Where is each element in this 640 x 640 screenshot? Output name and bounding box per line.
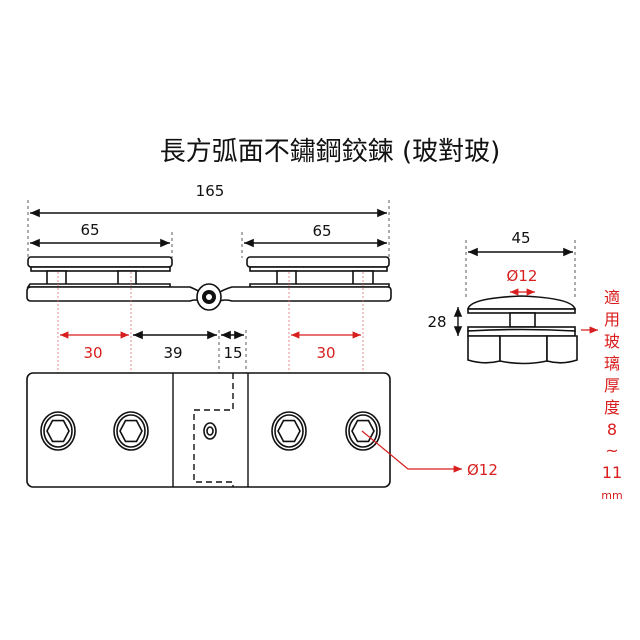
glass-note-char: ~	[605, 441, 618, 460]
side-height-label: 28	[427, 313, 446, 331]
glass-note-char: 11	[602, 463, 622, 482]
side-view: 45 Ø12 28	[427, 229, 598, 365]
glass-note-char: 玻	[604, 332, 620, 351]
glass-note-char: 厚	[604, 376, 620, 395]
hole-diameter-label: Ø12	[467, 461, 498, 479]
dimension-right-plate: 65	[241, 222, 387, 258]
dimension-overall: 165	[27, 182, 390, 258]
glass-note-char: 璃	[604, 354, 620, 373]
side-width-label: 45	[511, 229, 530, 247]
glass-note-char: mm	[601, 489, 622, 502]
right-plate-width-label: 65	[312, 222, 331, 240]
glass-note-char: 8	[607, 420, 617, 439]
screw-hole-icon	[345, 411, 381, 451]
screw-hole-icon	[113, 411, 149, 451]
side-hole-diameter-label: Ø12	[507, 267, 538, 285]
right-hole-spacing-label: 30	[316, 344, 335, 362]
dimension-left-plate: 65	[30, 221, 173, 258]
hinge-offset-label: 39	[163, 344, 182, 362]
screw-hole-icon	[271, 411, 307, 451]
left-plate-width-label: 65	[80, 221, 99, 239]
hinge-front-view	[26, 372, 391, 488]
screw-hole-icon	[40, 411, 76, 451]
hole-diameter-callout: Ø12	[361, 430, 498, 479]
overall-width-label: 165	[196, 182, 225, 200]
glass-note-char: 度	[604, 398, 620, 417]
left-hole-spacing-label: 30	[83, 344, 102, 362]
glass-note-char: 用	[604, 310, 620, 329]
hinge-width-label: 15	[223, 344, 242, 362]
hinge-top-view	[26, 256, 392, 311]
glass-note-char: 適	[604, 288, 620, 307]
page-title: 長方弧面不鏽鋼鉸鍊 (玻對玻)	[160, 137, 501, 167]
